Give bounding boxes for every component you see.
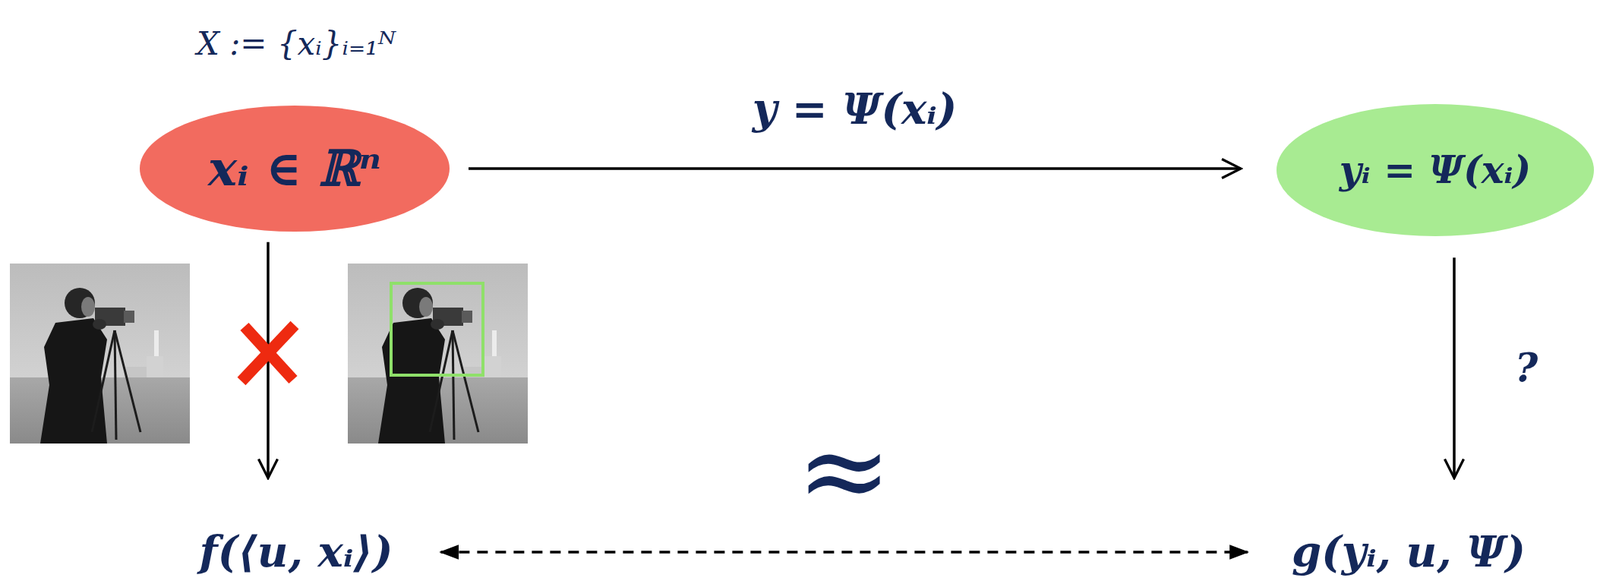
cameraman-photo: [9, 263, 190, 444]
edge-label: ≈: [796, 413, 893, 528]
ellipse-fill: [1276, 104, 1594, 237]
cameraman-photo: [347, 263, 528, 444]
math-expression: xᵢ ∈ ℝⁿ: [208, 139, 382, 199]
math-expression: f(⟨u, xᵢ⟩): [199, 526, 394, 578]
function-text: g(yᵢ, u, Ψ): [1285, 523, 1532, 581]
crop-box: [391, 283, 483, 376]
edge-label: ?: [1514, 343, 1538, 392]
query-arrow: [1452, 257, 1456, 478]
input-ellipse: xᵢ ∈ ℝⁿ: [138, 104, 451, 233]
set-definition: X := {xᵢ}ᵢ₌₁ᴺ: [196, 25, 396, 64]
edge-label: y = Ψ(xᵢ): [752, 83, 957, 135]
function-text: f(⟨u, xᵢ⟩): [193, 523, 400, 581]
math-expression: yᵢ = Ψ(xᵢ): [1339, 147, 1531, 193]
ellipse-fill: [139, 105, 450, 232]
red-cross: [241, 325, 295, 382]
approx-arrow: [440, 550, 1248, 554]
map-arrow: [468, 167, 1241, 171]
measurement-ellipse: yᵢ = Ψ(xᵢ): [1275, 103, 1595, 237]
math-expression: g(yᵢ, u, Ψ): [1291, 526, 1526, 578]
